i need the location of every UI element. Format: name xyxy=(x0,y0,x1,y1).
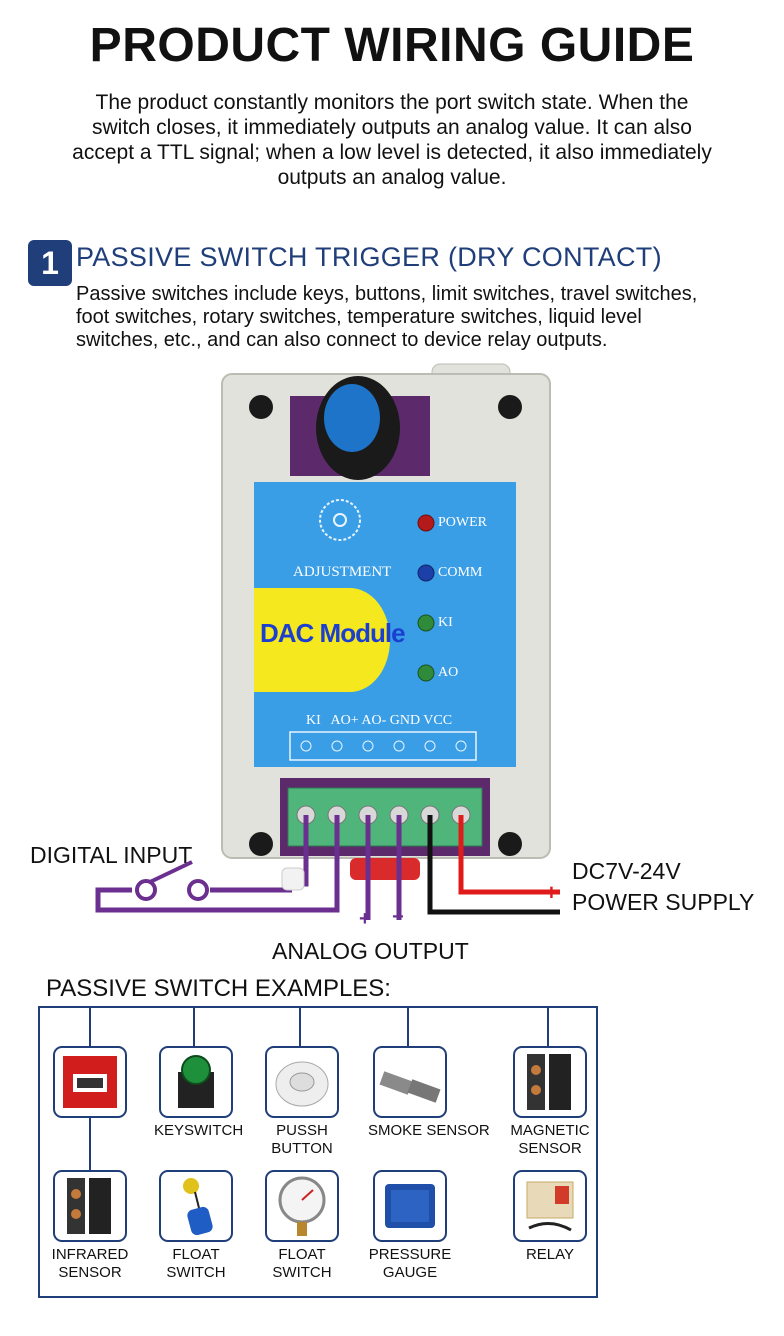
terminal-screws[interactable] xyxy=(296,805,471,825)
intro-text: The product constantly monitors the port… xyxy=(40,90,744,190)
ao-minus-sign: − xyxy=(392,906,404,928)
example-item: INFRARED SENSOR xyxy=(48,1170,132,1282)
infrared-sensor-icon xyxy=(53,1170,127,1242)
ao-plus-sign: + xyxy=(359,908,371,930)
mount-hole xyxy=(249,832,273,856)
smoke-sensor-icon xyxy=(373,1046,447,1118)
power-voltage-label: DC7V-24V xyxy=(572,858,681,884)
switch-contact-icon xyxy=(187,879,209,901)
example-caption: PUSSH BUTTON xyxy=(271,1122,333,1157)
terminal-label-strip xyxy=(289,731,477,761)
intro-line: switch closes, it immediately outputs an… xyxy=(92,116,692,139)
mount-hole xyxy=(249,395,273,419)
mount-hole xyxy=(498,832,522,856)
vcc-wire xyxy=(458,815,560,895)
power-supply-label: POWER SUPPLY xyxy=(572,889,755,915)
led-label-ki: KI xyxy=(438,615,453,630)
wire-plug xyxy=(281,867,305,891)
wiring-diagram xyxy=(95,363,560,920)
led-label-ao: AO xyxy=(438,665,459,680)
intro-line: The product constantly monitors the port… xyxy=(95,91,689,114)
adjustment-label: ADJUSTMENT xyxy=(293,564,392,580)
ao-led xyxy=(417,664,435,682)
example-caption: SMOKE SENSOR xyxy=(368,1122,490,1139)
switch-lever-icon xyxy=(149,860,193,884)
example-item: SMOKE SENSOR xyxy=(368,1046,490,1140)
knob-cap xyxy=(324,384,380,452)
example-caption: FLOAT SWITCH xyxy=(272,1246,332,1281)
module-name: DAC Module xyxy=(260,618,406,648)
pressure-gauge-icon xyxy=(265,1170,339,1242)
digital-input-label: DIGITAL INPUT xyxy=(30,842,193,868)
yellow-label xyxy=(254,588,390,692)
input-return-wire xyxy=(95,815,340,913)
mount-hole xyxy=(498,395,522,419)
example-item: RELAY xyxy=(508,1170,592,1264)
section-number-badge: 1 xyxy=(28,240,72,286)
negative-sign: − xyxy=(546,898,559,923)
example-caption: KEYSWITCH xyxy=(154,1122,244,1139)
example-caption: RELAY xyxy=(525,1246,575,1263)
ki-led xyxy=(417,614,435,632)
push-button-icon xyxy=(265,1046,339,1118)
section-title: PASSIVE SWITCH TRIGGER (DRY CONTACT) xyxy=(76,242,662,272)
page-title: PRODUCT WIRING GUIDE xyxy=(89,19,695,72)
example-item xyxy=(48,1046,132,1122)
example-item: KEYSWITCH xyxy=(154,1046,244,1140)
red-connector xyxy=(350,858,420,880)
power-led xyxy=(417,514,435,532)
terminal-header: KI AO+ AO- GND VCC xyxy=(306,713,453,728)
led-label-comm: COMM xyxy=(438,565,483,580)
example-item: FLOAT SWITCH xyxy=(260,1170,344,1282)
example-item: PRESSURE GAUGE xyxy=(368,1170,452,1282)
section-description: Passive switches include keys, buttons, … xyxy=(76,283,776,352)
example-caption: INFRARED SENSOR xyxy=(51,1246,129,1281)
example-caption: FLOAT SWITCH xyxy=(166,1246,226,1281)
positive-sign: + xyxy=(545,880,558,905)
examples-box xyxy=(38,1006,598,1298)
example-caption: PRESSURE GAUGE xyxy=(368,1246,452,1281)
example-item: FLOAT SWITCH xyxy=(154,1170,238,1282)
description-line: foot switches, rotary switches, temperat… xyxy=(76,306,642,328)
comm-led xyxy=(417,564,435,582)
terminal-block xyxy=(287,787,483,847)
examples-title: PASSIVE SWITCH EXAMPLES: xyxy=(46,975,391,1002)
example-item: MAGNETIC SENSOR xyxy=(508,1046,592,1158)
pressure-board-icon xyxy=(373,1170,447,1242)
magnetic-sensor-icon xyxy=(513,1046,587,1118)
example-caption: MAGNETIC SENSOR xyxy=(510,1122,590,1157)
float-switch-icon xyxy=(159,1170,233,1242)
description-line: Passive switches include keys, buttons, … xyxy=(76,283,698,305)
gnd-wire xyxy=(427,815,560,915)
terminal-label-circles xyxy=(300,740,467,752)
switch-contact-icon xyxy=(135,879,157,901)
intro-line: outputs an analog value. xyxy=(277,166,507,189)
dial-center xyxy=(333,513,347,527)
led-label-power: POWER xyxy=(438,515,487,530)
keyswitch-icon xyxy=(159,1046,233,1118)
example-item: PUSSH BUTTON xyxy=(260,1046,344,1158)
emergency-switch-icon xyxy=(53,1046,127,1118)
examples-connectors xyxy=(89,1006,549,1170)
adjustment-dial-icon xyxy=(319,499,361,541)
intro-line: accept a TTL signal; when a low level is… xyxy=(72,141,712,164)
description-line: switches, etc., and can also connect to … xyxy=(76,329,608,351)
relay-icon xyxy=(513,1170,587,1242)
analog-output-label: ANALOG OUTPUT xyxy=(272,938,469,964)
